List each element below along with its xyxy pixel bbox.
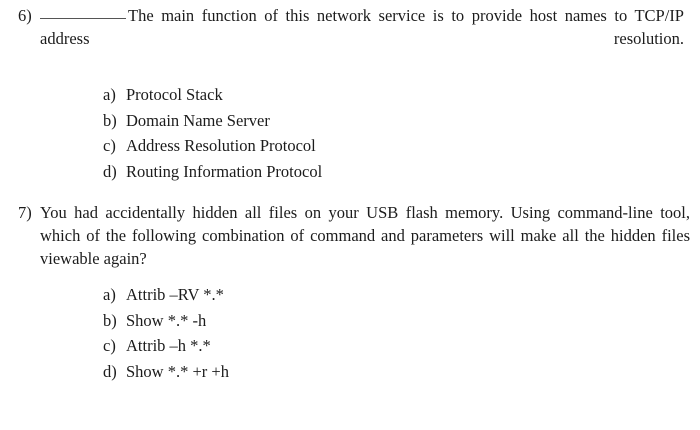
question-7-text: You had accidentally hidden all files on… xyxy=(40,203,690,268)
option-7-d-letter: d) xyxy=(103,361,117,381)
question-6-body: 6) The main function of this network ser… xyxy=(18,4,684,73)
option-7-d[interactable]: d) Show *.* +r +h xyxy=(103,359,690,385)
question-6-number: 6) xyxy=(18,6,32,25)
question-7-body: 7) You had accidentally hidden all files… xyxy=(18,201,690,270)
option-6-c-letter: c) xyxy=(103,136,116,155)
option-7-a[interactable]: a) Attrib –RV *.* xyxy=(103,282,690,308)
option-6-d-letter: d) xyxy=(103,161,117,181)
option-7-a-letter: a) xyxy=(103,285,116,304)
question-6-text: The main function of this network servic… xyxy=(40,4,684,73)
option-6-c-label: Address Resolution Protocol xyxy=(126,136,316,155)
question-6-statement: The main function of this network servic… xyxy=(40,6,684,48)
question-7-number: 7) xyxy=(18,203,32,222)
option-6-b[interactable]: b) Domain Name Server xyxy=(103,108,684,134)
option-6-a[interactable]: a) Protocol Stack xyxy=(103,82,684,108)
option-7-b-letter: b) xyxy=(103,310,117,330)
option-6-a-letter: a) xyxy=(103,85,116,104)
option-6-b-label: Domain Name Server xyxy=(126,110,270,130)
option-7-d-label: Show *.* +r +h xyxy=(126,361,229,381)
option-6-d-label: Routing Information Protocol xyxy=(126,161,323,181)
question-block-6: 6) The main function of this network ser… xyxy=(18,4,684,184)
option-7-a-label: Attrib –RV *.* xyxy=(126,285,224,304)
option-6-b-letter: b) xyxy=(103,110,117,130)
option-7-b[interactable]: b) Show *.* -h xyxy=(103,308,690,334)
answer-blank-line-6 xyxy=(40,18,126,19)
option-6-d[interactable]: d) Routing Information Protocol xyxy=(103,159,684,185)
option-7-c-letter: c) xyxy=(103,336,116,355)
question-block-7: 7) You had accidentally hidden all files… xyxy=(18,201,690,384)
question-6-options: a) Protocol Stack b) Domain Name Server … xyxy=(18,82,684,184)
question-7-options: a) Attrib –RV *.* b) Show *.* -h c) Attr… xyxy=(18,282,690,384)
option-6-a-label: Protocol Stack xyxy=(126,85,223,104)
option-7-b-label: Show *.* -h xyxy=(126,310,207,330)
option-7-c-label: Attrib –h *.* xyxy=(126,336,211,355)
option-7-c[interactable]: c) Attrib –h *.* xyxy=(103,333,690,359)
option-6-c[interactable]: c) Address Resolution Protocol xyxy=(103,133,684,159)
